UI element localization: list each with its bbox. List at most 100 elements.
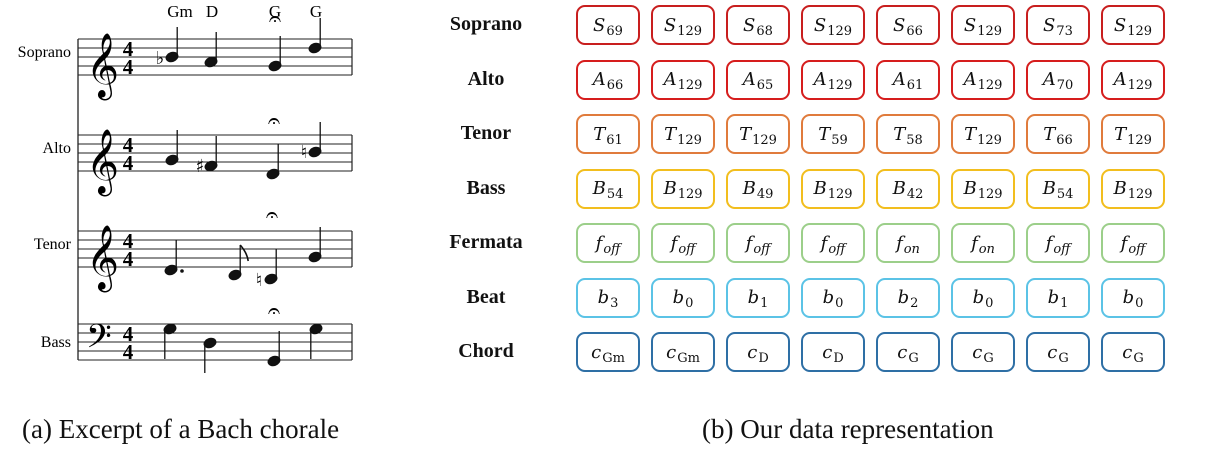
cell-symbol: A (963, 69, 977, 90)
row-label-fermata: Fermata (449, 231, 523, 253)
staff-label: Tenor (34, 236, 72, 253)
cell-symbol: c (747, 341, 758, 363)
cell-subscript: D (833, 350, 844, 366)
cell-symbol: b (747, 287, 760, 308)
cell-symbol: B (963, 178, 977, 199)
staff-label: Soprano (18, 44, 71, 61)
cell-symbol: T (893, 123, 906, 145)
cell-subscript: on (978, 241, 995, 257)
cell-symbol: f (1120, 232, 1128, 254)
time-signature-top: 4 (123, 133, 134, 157)
cell-subscript: 54 (606, 187, 624, 202)
cell-subscript: 2 (910, 296, 919, 311)
cell-symbol: b (672, 287, 685, 308)
cell-subscript: 54 (1056, 187, 1074, 202)
augmentation-dot (180, 269, 184, 273)
time-signature-bottom: 4 (123, 247, 134, 271)
cell-symbol: c (972, 341, 983, 363)
staff-label: Alto (43, 140, 71, 157)
caption-right: (b) Our data representation (702, 414, 994, 444)
cell-subscript: 58 (906, 132, 923, 148)
cell-symbol: A (813, 69, 827, 90)
treble-clef-icon: 𝄞 (86, 225, 119, 292)
time-signature-bottom: 4 (123, 151, 134, 175)
cell-subscript: 61 (606, 132, 623, 148)
time-signature-bottom: 4 (123, 55, 134, 79)
cell-symbol: f (595, 232, 603, 254)
cell-symbol: c (666, 341, 677, 363)
cell-symbol: b (1122, 287, 1135, 308)
cell-subscript: on (903, 241, 920, 257)
cell-symbol: f (670, 232, 678, 254)
cell-subscript: 70 (1056, 78, 1074, 93)
natural-icon: ♮ (301, 142, 307, 163)
cell-symbol: f (1045, 232, 1053, 254)
cell-subscript: off (753, 241, 771, 257)
cell-subscript: Gm (677, 350, 700, 366)
cell-symbol: B (592, 178, 606, 199)
cell-symbol: c (822, 341, 833, 363)
cell-symbol: A (1113, 69, 1127, 90)
cell-subscript: 129 (977, 187, 1003, 202)
fermata-icon: 𝄐 (269, 7, 281, 32)
cell-symbol: f (820, 232, 828, 254)
staff-label: Bass (41, 334, 71, 351)
chord-symbol: G (310, 2, 322, 21)
cell-subscript: 0 (1135, 296, 1144, 311)
cell-subscript: 3 (610, 296, 619, 311)
cell-subscript: 129 (827, 187, 853, 202)
caption-left: (a) Excerpt of a Bach chorale (22, 414, 340, 444)
cell-symbol: b (822, 287, 835, 308)
row-label-alto: Alto (467, 67, 505, 90)
cell-subscript: 129 (677, 78, 703, 93)
cell-symbol: c (591, 341, 602, 363)
cell-symbol: T (664, 123, 677, 145)
cell-subscript: 49 (756, 187, 774, 202)
sharp-icon: ♯ (196, 156, 205, 177)
cell-subscript: 129 (677, 23, 703, 39)
time-signature-top: 4 (123, 322, 134, 346)
cell-symbol: S (663, 14, 677, 36)
cell-subscript: off (1128, 241, 1146, 257)
cell-subscript: 0 (985, 296, 994, 311)
cell-symbol: T (593, 123, 606, 145)
cell-subscript: off (603, 241, 621, 257)
cell-symbol: S (963, 14, 977, 36)
cell-subscript: 69 (606, 23, 623, 39)
cell-symbol: B (813, 178, 827, 199)
row-label-beat: Beat (466, 285, 506, 308)
cell-symbol: T (1114, 123, 1127, 145)
cell-symbol: S (1043, 14, 1056, 36)
cell-subscript: 129 (677, 187, 703, 202)
cell-symbol: A (742, 69, 756, 90)
cell-symbol: S (1113, 14, 1127, 36)
cell-subscript: G (1058, 350, 1069, 366)
cell-subscript: 129 (677, 132, 702, 148)
